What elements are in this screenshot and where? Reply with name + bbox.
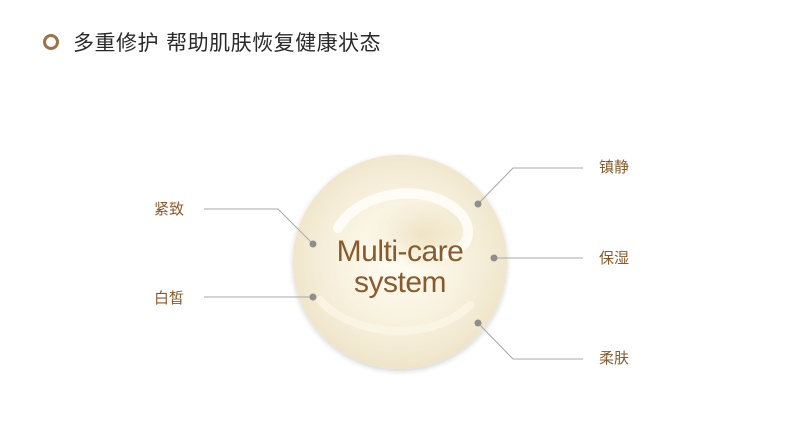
label-moisturizing: 保湿 (599, 249, 629, 267)
center-title-line2: system (300, 267, 500, 298)
connector-soothing (478, 168, 583, 204)
center-title-line1: Multi-care (300, 236, 500, 267)
center-title: Multi-care system (300, 236, 500, 298)
connector-softening (478, 323, 583, 359)
label-firming: 紧致 (154, 200, 184, 218)
connector-dot-soothing (475, 201, 482, 208)
label-soothing: 镇静 (599, 158, 629, 176)
label-whitening: 白皙 (154, 289, 184, 307)
label-softening: 柔肤 (599, 349, 629, 367)
connector-dot-softening (475, 320, 482, 327)
